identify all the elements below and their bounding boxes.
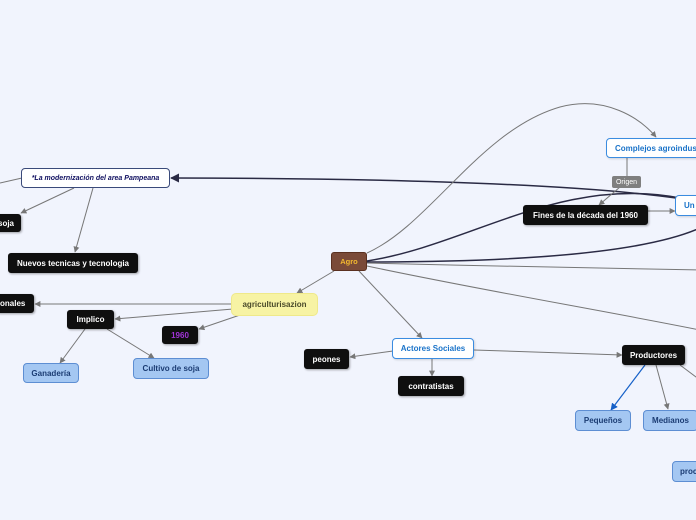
link-productores-pequenos [610,364,646,411]
link-agro-agriculturisazion [296,270,335,294]
node-agriculturisazion[interactable]: agriculturisazion [231,293,318,316]
link-un-modernizacion [170,173,677,199]
node-contratistas[interactable]: contratistas [398,376,464,396]
link-actores-productores [473,349,623,358]
node-medianos[interactable]: Medianos [643,410,696,431]
node-nuevos[interactable]: Nuevos tecnicas y tecnologia [8,253,138,273]
node-1960[interactable]: 1960 [162,326,198,344]
link-agro-right-dark [366,228,696,263]
node-agro[interactable]: Agro [331,252,367,271]
link-modernizacion-nuevos [73,187,94,253]
node-un[interactable]: Un [675,195,696,216]
node-cultivo-soja[interactable]: Cultivo de soja [133,358,209,379]
link-implico-ganaderia [59,328,86,364]
node-peones[interactable]: peones [304,349,349,369]
link-modernizacion-left [0,177,23,184]
link-actores-peones [349,350,394,360]
node-actores[interactable]: Actores Sociales [392,338,474,359]
link-agro-complejos [366,103,657,254]
link-agro-right-2 [366,265,696,330]
node-ganaderia[interactable]: Ganadería [23,363,79,383]
link-modernizacion-soja [20,187,75,214]
link-agri-1960 [198,314,241,331]
node-onales[interactable]: onales [0,294,34,313]
node-proc[interactable]: proc [672,461,696,482]
link-agro-actores [358,270,423,339]
link-implico-cultivo [106,328,155,359]
link-agri-implico [114,308,234,322]
node-complejos[interactable]: Complejos agroindus [606,138,696,158]
link-agro-right-1 [366,262,696,271]
node-pequenos[interactable]: Pequeños [575,410,631,431]
link-productores-right [679,364,696,378]
node-fines[interactable]: Fines de la década del 1960 [523,205,648,225]
link-productores-medianos [655,364,670,410]
node-modernizacion[interactable]: *La modernización del area Pampeana [21,168,170,188]
link-origen-fines [598,186,621,206]
link-agro-modernizacion [366,192,696,262]
node-implico[interactable]: Implico [67,310,114,329]
node-soja[interactable]: soja [0,214,21,232]
label-origen: Origen [612,176,641,188]
node-productores[interactable]: Productores [622,345,685,365]
